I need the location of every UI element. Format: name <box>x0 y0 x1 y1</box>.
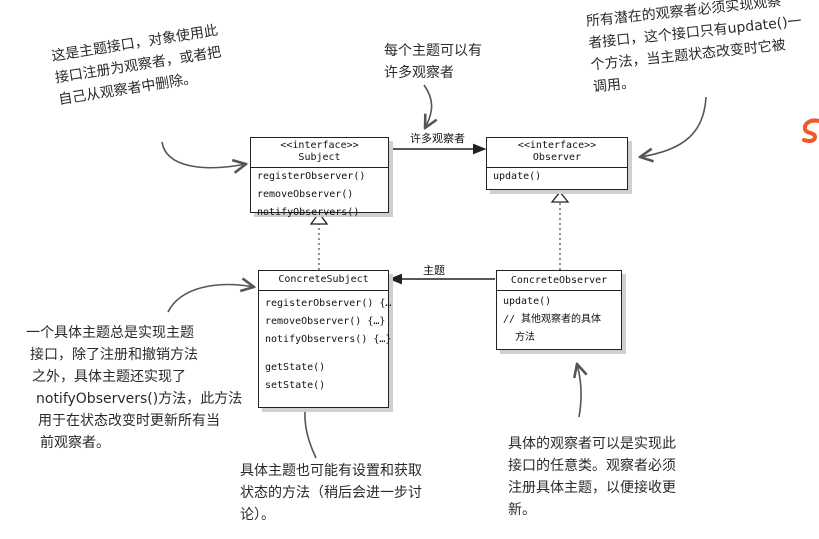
concrete-subject-method: setState() <box>265 380 326 391</box>
observer-stereotype: <<interface>> <box>517 140 597 151</box>
observer-header: <<interface>> Observer <box>487 138 627 168</box>
note-line: 许多观察者 <box>384 65 454 81</box>
annotation-arrow-many <box>423 84 432 128</box>
concrete-observer-methods: update() // 其他观察者的具体 方法 <box>497 291 621 347</box>
realization-triangle-observer <box>550 190 570 203</box>
note-line: 注册具体主题，以便接收更 <box>508 480 676 496</box>
concrete-subject-methods: registerObserver() {… removeObserver() {… <box>259 291 392 395</box>
concrete-observer-name: ConcreteObserver <box>510 275 608 286</box>
subject-header: <<interface>> Subject <box>251 138 388 168</box>
note-line: 论）。 <box>240 507 275 523</box>
note-concrete-subject: 一个具体主题总是实现主题 接口，除了注册和撤销方法 之外，具体主题还实现了 no… <box>26 322 242 454</box>
annotation-arrow-observer <box>640 96 707 157</box>
subject-methods: registerObserver() removeObserver() noti… <box>251 168 388 222</box>
sogou-logo-icon <box>802 118 819 143</box>
note-line: 具体主题也可能有设置和获取 <box>240 463 422 479</box>
observer-name: Observer <box>532 152 582 163</box>
subject-method: registerObserver() <box>257 171 366 182</box>
subject-method: removeObserver() <box>257 189 354 200</box>
concrete-subject-method: getState() <box>265 362 326 373</box>
annotation-arrow-concrete-subject <box>167 285 254 313</box>
concrete-subject-method: notifyObservers() {…} <box>265 334 392 345</box>
concrete-subject-box: ConcreteSubject registerObserver() {… re… <box>258 270 392 408</box>
subject-stereotype: <<interface>> <box>280 140 359 151</box>
note-line: 接口的任意类。观察者必须 <box>508 458 676 474</box>
realization-triangle-subject <box>309 211 329 225</box>
annotation-arrow-concrete-observer <box>577 364 581 418</box>
concrete-subject-method: removeObserver() {…} <box>265 316 386 327</box>
subject-interface-box: <<interface>> Subject registerObserver()… <box>250 137 389 218</box>
concrete-observer-box: ConcreteObserver update() // 其他观察者的具体 方法 <box>496 270 622 350</box>
note-concrete-subject-state: 具体主题也可能有设置和获取 状态的方法（稍后会进一步讨 论）。 <box>240 460 422 526</box>
note-line: 每个主题可以有 <box>384 43 482 59</box>
note-line: 之外，具体主题还实现了 <box>32 369 186 385</box>
note-line: 用于在状态改变时更新所有当 <box>38 413 220 429</box>
concrete-subject-header: ConcreteSubject <box>259 271 388 291</box>
observer-interface-box: <<interface>> Observer update() <box>486 137 628 190</box>
subject-name: Subject <box>298 152 341 163</box>
note-line: 新。 <box>508 502 536 518</box>
concrete-observer-method: update() <box>503 296 552 307</box>
concrete-subject-method: registerObserver() {… <box>265 298 392 309</box>
note-concrete-observer: 具体的观察者可以是实现此 接口的任意类。观察者必须 注册具体主题，以便接收更 新… <box>508 433 676 521</box>
observer-method: update() <box>493 171 542 182</box>
subject-method: notifyObservers() <box>257 207 360 218</box>
note-line: notifyObservers()方法，此方法 <box>36 391 243 407</box>
note-line: 前观察者。 <box>40 435 110 451</box>
note-line: 一个具体主题总是实现主题 <box>26 325 194 341</box>
observer-methods: update() <box>487 168 627 186</box>
association-label-many-observers: 许多观察者 <box>410 132 465 145</box>
association-label-subject: 主题 <box>423 264 445 277</box>
note-line: 状态的方法（稍后会进一步讨 <box>240 485 422 501</box>
concrete-observer-method: 方法 <box>515 332 535 343</box>
concrete-observer-method: // 其他观察者的具体 <box>503 314 602 325</box>
note-many-observers: 每个主题可以有 许多观察者 <box>384 40 482 84</box>
concrete-subject-name: ConcreteSubject <box>278 274 369 285</box>
annotation-arrow-subject <box>161 141 246 168</box>
note-line: 接口，除了注册和撤销方法 <box>30 347 198 363</box>
note-line: 具体的观察者可以是实现此 <box>508 436 676 452</box>
concrete-observer-header: ConcreteObserver <box>497 271 621 291</box>
